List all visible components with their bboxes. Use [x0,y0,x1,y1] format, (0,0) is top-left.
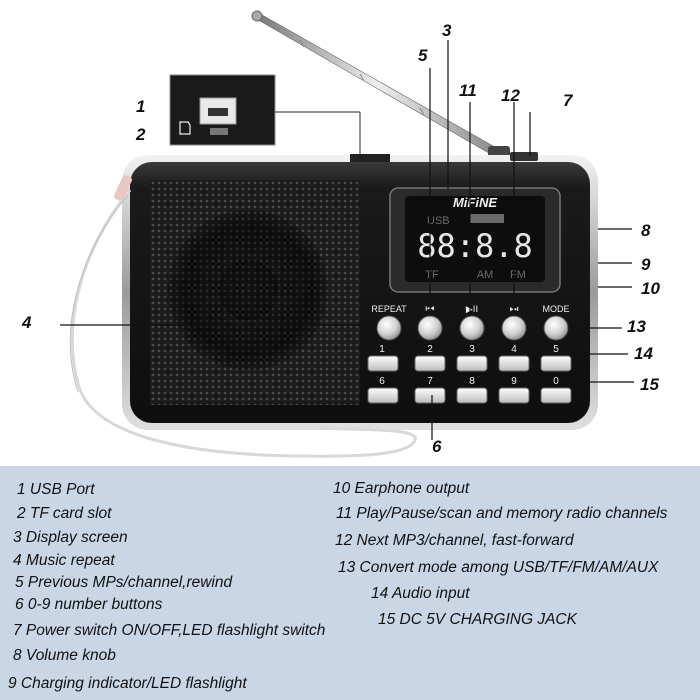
tf-card-icon [179,121,191,135]
lcd-top-indicator: USB [427,215,450,227]
power-switch[interactable] [510,152,538,161]
legend-item-13: 13 Convert mode among USB/TF/FM/AM/AUX [338,559,659,576]
key-label-2: 2 [427,344,433,355]
mode-label: MODE [543,304,570,314]
mode-button[interactable] [543,315,569,341]
legend-item-9: 9 Charging indicator/LED flashlight [8,675,247,692]
legend-item-11: 11 Play/Pause/scan and memory radio chan… [336,505,668,522]
antenna [251,10,510,158]
key-5[interactable] [540,355,572,372]
repeat-button[interactable] [376,315,402,341]
lcd-indicator-tf: TF [425,269,439,281]
key-0[interactable] [540,387,572,404]
key-label-0: 0 [553,376,559,387]
callout-1: 1 [136,97,146,116]
callout-9: 9 [641,255,651,274]
next-button[interactable] [501,315,527,341]
legend-item-14: 14 Audio input [371,585,470,602]
key-4[interactable] [498,355,530,372]
callout-3: 3 [442,21,452,40]
callout-2: 2 [136,125,146,144]
lanyard [69,175,417,458]
usb-slot [350,154,390,162]
play-pause-button[interactable] [459,315,485,341]
legend-panel: 1 USB Port 2 TF card slot 3 Display scre… [0,466,700,700]
lcd-indicator-fm: FM [510,269,526,281]
lcd-indicator-am: AM [477,269,494,281]
callout-7: 7 [563,91,573,110]
radio-illustration: MiFiNE USB 88:8.8 TF AM FM REPEAT ⏮ ▶II … [60,10,634,458]
lcd-battery-indicator [470,214,504,223]
key-2[interactable] [414,355,446,372]
callout-12: 12 [501,86,520,105]
callout-4: 4 [22,313,32,332]
key-9[interactable] [498,387,530,404]
key-label-9: 9 [511,376,517,387]
lcd-digits: 88:8.8 [417,227,533,265]
legend-item-2: 2 TF card slot [17,505,112,522]
number-buttons: 1 2 3 4 5 6 7 8 9 0 [367,344,572,404]
display-screen: MiFiNE USB 88:8.8 TF AM FM [389,187,561,293]
key-label-1: 1 [379,344,385,355]
legend-item-6: 6 0-9 number buttons [15,596,163,613]
play-pause-label: ▶II [466,305,478,315]
previous-button[interactable] [417,315,443,341]
key-6[interactable] [367,387,399,404]
key-label-3: 3 [469,344,475,355]
callout-13: 13 [627,317,646,336]
key-label-6: 6 [379,376,385,387]
legend-item-7: 7 Power switch ON/OFF,LED flashlight swi… [13,622,326,639]
callout-8: 8 [641,221,651,240]
legend-item-5: 5 Previous MPs/channel,rewind [15,574,233,591]
legend-item-12: 12 Next MP3/channel, fast-forward [335,532,574,549]
legend-item-10: 10 Earphone output [333,480,470,497]
usb-port-inset [169,74,361,158]
callout-10: 10 [641,279,660,298]
key-7[interactable] [414,387,446,404]
callout-15: 15 [640,375,659,394]
key-label-4: 4 [511,344,517,355]
key-label-5: 5 [553,344,559,355]
legend-item-15: 15 DC 5V CHARGING JACK [378,611,577,628]
key-8[interactable] [456,387,488,404]
key-label-8: 8 [469,376,475,387]
brand-logo: MiFiNE [453,195,497,210]
repeat-label: REPEAT [371,304,407,314]
legend-item-4: 4 Music repeat [13,552,115,569]
legend-item-8: 8 Volume knob [13,647,116,664]
key-1[interactable] [367,355,399,372]
key-3[interactable] [456,355,488,372]
speaker-grill [150,180,360,405]
callout-5: 5 [418,46,428,65]
legend-item-3: 3 Display screen [13,529,128,546]
key-label-7: 7 [427,376,433,387]
callout-11: 11 [459,81,477,100]
callout-14: 14 [634,344,653,363]
callout-lines [60,40,634,440]
legend-item-1: 1 USB Port [17,481,95,498]
callout-6: 6 [432,437,442,456]
